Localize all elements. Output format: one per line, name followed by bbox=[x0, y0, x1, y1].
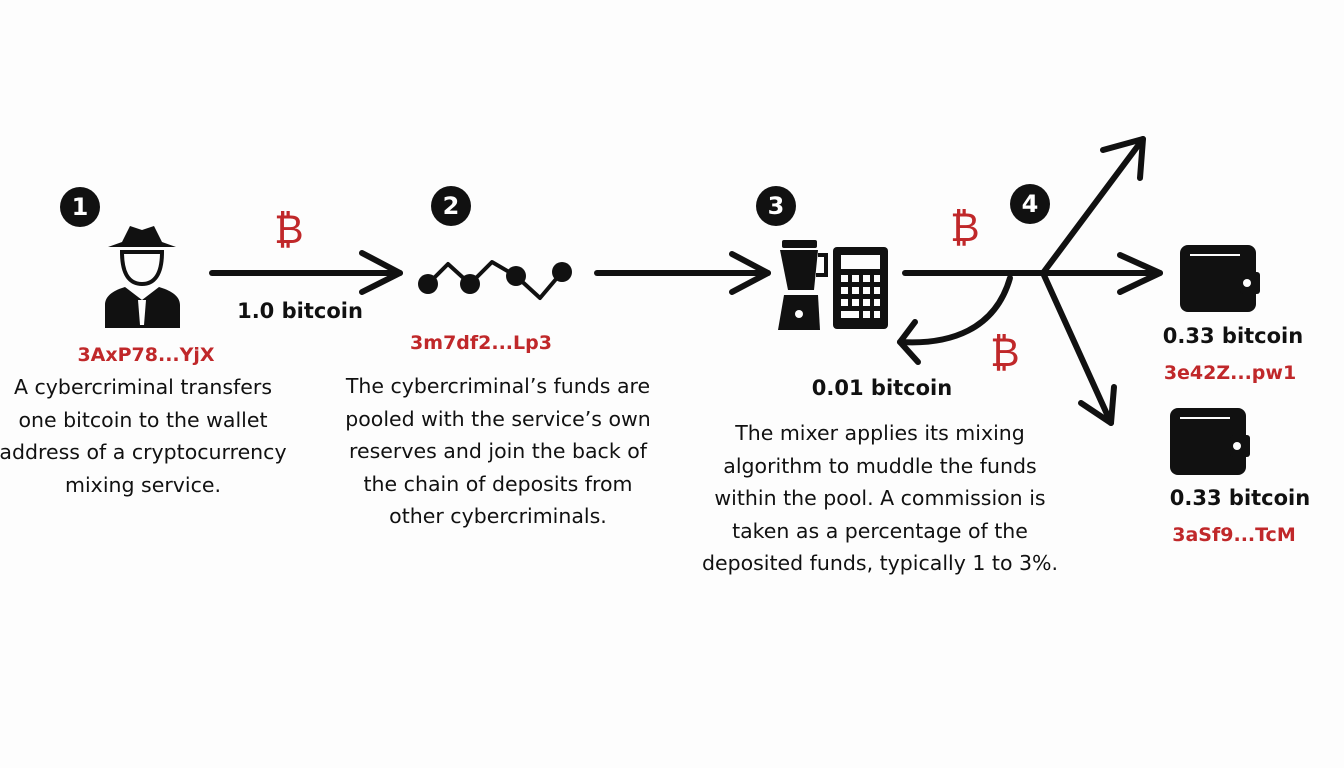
step-1-description: A cybercriminal transfers one bitcoin to… bbox=[0, 371, 287, 501]
arrow-step1-to-2 bbox=[209, 250, 403, 295]
commission-amount: 0.01 bitcoin bbox=[811, 376, 953, 400]
arrow-up-branch bbox=[1040, 136, 1146, 276]
step-2-badge: 2 bbox=[431, 186, 471, 226]
desc-line: The mixer applies its mixing bbox=[735, 421, 1025, 445]
desc-line: deposited funds, typically 1 to 3%. bbox=[701, 551, 1059, 575]
desc-line: A cybercriminal transfers bbox=[13, 375, 272, 399]
desc-line: pooled with the service’s own bbox=[345, 406, 651, 431]
arrow-down-branch bbox=[1040, 270, 1117, 426]
step-3-description: The mixer applies its mixing algorithm t… bbox=[702, 417, 1058, 580]
desc-line: address of a cryptocurrency bbox=[0, 440, 287, 464]
bitcoin-icon: ₿ bbox=[990, 330, 1020, 376]
arrow-to-wallet-1 bbox=[902, 252, 1163, 295]
output-1-address: 3e42Z...pw1 bbox=[1163, 362, 1297, 384]
bitcoin-icon: ₿ bbox=[950, 205, 980, 251]
desc-line: taken as a percentage of the bbox=[732, 518, 1028, 543]
output-1-amount: 0.33 bitcoin bbox=[1162, 324, 1304, 348]
spy-icon bbox=[105, 226, 180, 328]
step-3-badge: 3 bbox=[756, 186, 796, 226]
desc-line: one bitcoin to the wallet bbox=[18, 407, 268, 432]
wallet-icon bbox=[1170, 408, 1250, 475]
blockchain-nodes bbox=[418, 262, 572, 294]
step-4-badge: 4 bbox=[1010, 184, 1050, 224]
criminal-wallet-address: 3AxP78...YjX bbox=[77, 344, 215, 366]
step-2-description: The cybercriminal’s funds are pooled wit… bbox=[345, 370, 651, 533]
arrow-step2-to-3 bbox=[594, 251, 771, 295]
blender-icon bbox=[778, 240, 828, 330]
mixer-wallet-address: 3m7df2...Lp3 bbox=[410, 332, 552, 354]
arrow-commission-return bbox=[897, 275, 1013, 365]
desc-line: within the pool. A commission is bbox=[714, 486, 1046, 510]
desc-line: The cybercriminal’s funds are bbox=[345, 374, 651, 398]
output-2-address: 3aSf9...TcM bbox=[1172, 524, 1296, 546]
desc-line: reserves and join the back of bbox=[349, 439, 647, 463]
calculator-icon bbox=[833, 247, 888, 329]
desc-line: other cybercriminals. bbox=[389, 504, 607, 528]
desc-line: algorithm to muddle the funds bbox=[723, 453, 1037, 478]
wallet-icon bbox=[1180, 245, 1260, 312]
step-1-badge: 1 bbox=[60, 187, 100, 227]
desc-line: the chain of deposits from bbox=[363, 471, 633, 496]
blockchain-icon bbox=[426, 260, 564, 300]
bitcoin-icon: ₿ bbox=[274, 207, 304, 253]
transfer-amount: 1.0 bitcoin bbox=[237, 299, 363, 323]
output-2-amount: 0.33 bitcoin bbox=[1169, 486, 1311, 510]
desc-line: mixing service. bbox=[65, 472, 221, 497]
